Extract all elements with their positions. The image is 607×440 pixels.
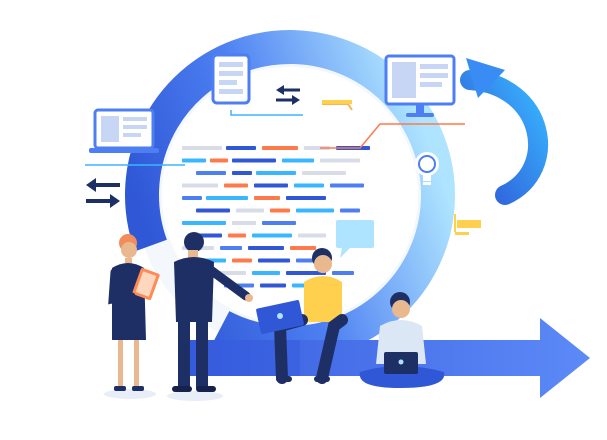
monitor-icon bbox=[384, 54, 456, 117]
code-line-segment bbox=[254, 183, 288, 188]
code-line-segment bbox=[182, 221, 226, 225]
code-line-segment bbox=[248, 246, 284, 250]
code-line-segment bbox=[232, 258, 252, 263]
tablet-icon bbox=[211, 53, 303, 116]
code-line-segment bbox=[252, 233, 292, 238]
code-line-segment bbox=[270, 208, 290, 213]
speech-bubble-icon bbox=[336, 220, 374, 258]
code-line-segment bbox=[232, 221, 256, 225]
arrows-icon bbox=[86, 85, 300, 208]
code-line-segment bbox=[252, 271, 280, 275]
person-man-in-suit bbox=[167, 232, 253, 401]
code-line-segment bbox=[304, 146, 330, 150]
code-line-segment bbox=[182, 146, 222, 150]
code-line-segment bbox=[262, 146, 298, 150]
code-line-segment bbox=[196, 233, 222, 238]
code-line-segment bbox=[232, 171, 252, 175]
code-line-segment bbox=[182, 158, 206, 163]
code-line-segment bbox=[226, 146, 256, 150]
code-lines bbox=[182, 146, 370, 288]
code-line-segment bbox=[210, 158, 228, 163]
code-line-segment bbox=[330, 183, 364, 188]
code-line-segment bbox=[260, 283, 286, 288]
code-line-segment bbox=[296, 208, 334, 213]
code-line-segment bbox=[228, 233, 246, 238]
code-line-segment bbox=[320, 158, 360, 163]
lightbulb-icon bbox=[415, 152, 439, 185]
code-line-segment bbox=[182, 183, 218, 188]
code-line-segment bbox=[256, 171, 296, 175]
code-line-segment bbox=[286, 271, 326, 275]
code-line-segment bbox=[290, 246, 316, 250]
code-line-segment bbox=[182, 196, 202, 200]
code-line-segment bbox=[282, 158, 314, 163]
code-line-segment bbox=[254, 196, 280, 200]
code-line-segment bbox=[262, 221, 296, 225]
code-line-segment bbox=[302, 171, 346, 175]
code-line-segment bbox=[196, 171, 226, 175]
code-line-segment bbox=[332, 271, 354, 275]
code-line-segment bbox=[196, 208, 230, 213]
code-line-segment bbox=[340, 208, 360, 213]
person-man-sitting bbox=[359, 292, 445, 388]
code-line-segment bbox=[220, 246, 242, 250]
connector-lines bbox=[320, 100, 481, 235]
cycle-arrow-icon bbox=[460, 58, 549, 205]
code-line-segment bbox=[224, 183, 248, 188]
code-line-segment bbox=[232, 158, 276, 163]
person-woman-with-tablet bbox=[104, 234, 160, 399]
code-line-segment bbox=[258, 258, 290, 263]
code-line-segment bbox=[206, 196, 248, 200]
code-line-segment bbox=[286, 196, 326, 200]
code-line-segment bbox=[294, 183, 324, 188]
person-man-with-laptop bbox=[256, 248, 348, 384]
code-line-segment bbox=[298, 233, 326, 238]
code-line-segment bbox=[236, 208, 264, 213]
laptop-icon bbox=[85, 108, 185, 166]
